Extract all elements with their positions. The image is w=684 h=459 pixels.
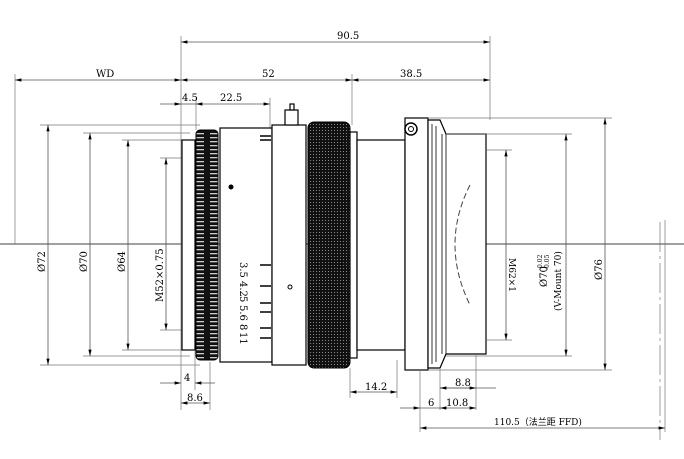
svg-text:110.5（法兰距 FFD): 110.5（法兰距 FFD) — [494, 416, 582, 428]
svg-text:14.2: 14.2 — [365, 382, 387, 393]
svg-text:5.6: 5.6 — [237, 305, 248, 321]
tolerance-lower: -0.05 — [544, 254, 551, 270]
dim-d64: Ø64 — [117, 251, 128, 272]
svg-text:5: 5 — [237, 296, 248, 302]
svg-text:4: 4 — [184, 373, 190, 384]
dim-14-2: 14.2 — [350, 382, 397, 394]
dim-working-distance: WD — [14, 69, 181, 82]
svg-text:38.5: 38.5 — [400, 69, 422, 80]
dim-hood: 4.5 — [160, 93, 198, 106]
dim-mount-thread: M62×1 — [506, 258, 516, 292]
svg-text:52: 52 — [262, 69, 275, 80]
dim-10-8: 10.8 — [440, 398, 476, 410]
dim-4: 4 — [160, 373, 215, 385]
svg-text:11: 11 — [237, 332, 248, 345]
dim-mount-dia: Ø70 — [539, 266, 550, 287]
dim-filter-thread: M52×0.75 — [155, 248, 166, 302]
dim-8-6: 8.6 — [181, 393, 210, 405]
bottom-dims: 4 8.6 14.2 8.8 6 10.8 110.5（法兰距 FFD) — [160, 220, 666, 432]
svg-text:90.5: 90.5 — [337, 31, 359, 42]
dim-front-length: 52 — [181, 69, 352, 82]
tolerance-upper: -0.02 — [537, 254, 544, 270]
svg-text:10.8: 10.8 — [446, 398, 468, 409]
right-diameter-dims: M62×1 Ø70 -0.02 -0.05 (V-Mount 70) Ø76 — [428, 117, 612, 371]
dim-6: 6 — [400, 398, 440, 410]
svg-text:8: 8 — [237, 324, 248, 330]
svg-text:4.2: 4.2 — [237, 281, 248, 297]
focus-ring-knurl — [195, 129, 219, 361]
svg-text:22.5: 22.5 — [220, 93, 242, 104]
lock-screw — [284, 109, 299, 126]
dim-d72: Ø72 — [37, 251, 48, 272]
dim-8-8: 8.8 — [440, 378, 496, 390]
mount-name: (V-Mount 70) — [553, 251, 564, 311]
svg-text:6: 6 — [428, 398, 434, 409]
svg-text:4.5: 4.5 — [182, 93, 198, 104]
dim-focus-ring: 22.5 — [196, 93, 270, 106]
dim-overall-length: 90.5 — [181, 31, 490, 44]
svg-text:8.8: 8.8 — [455, 378, 471, 389]
iris-ring-knurl — [307, 121, 351, 369]
aperture-scale: 3.5 4.2 5 5.6 8 11 — [237, 262, 248, 345]
svg-text:3.5: 3.5 — [237, 262, 248, 278]
lens-body: 3.5 4.2 5 5.6 8 11 — [181, 103, 487, 371]
svg-text:8.6: 8.6 — [187, 393, 203, 404]
svg-text:WD: WD — [96, 69, 114, 80]
dim-rear-length: 38.5 — [352, 69, 490, 82]
left-diameter-dims: Ø72 Ø70 Ø64 M52×0.75 — [37, 124, 200, 366]
screw-icon — [404, 122, 418, 136]
dim-ffd: 110.5（法兰距 FFD) — [420, 416, 665, 430]
dim-d76: Ø76 — [594, 259, 605, 280]
dim-d70: Ø70 — [79, 251, 90, 272]
